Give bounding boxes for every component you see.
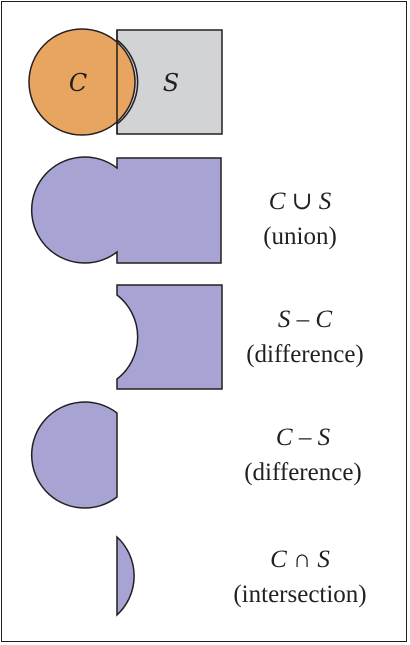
difference-c-s-expression: C – S bbox=[275, 424, 331, 451]
intersection-expression: C ∩ S bbox=[270, 546, 330, 573]
difference-c-minus-s-shape bbox=[31, 401, 118, 509]
intersection-caption: C ∩ S (intersection) bbox=[210, 542, 390, 612]
difference-s-minus-c-shape bbox=[116, 284, 223, 390]
circle-label: C bbox=[69, 69, 87, 97]
union-name: (union) bbox=[263, 223, 337, 250]
union-caption: C ∪ S (union) bbox=[210, 184, 390, 254]
intersection-shape bbox=[116, 535, 135, 617]
difference-c-s-caption: C – S (difference) bbox=[213, 420, 393, 490]
circle-shape-c bbox=[28, 28, 136, 136]
difference-c-s-name: (difference) bbox=[244, 459, 362, 486]
union-expression: C ∪ S bbox=[268, 188, 332, 215]
union-shape bbox=[31, 156, 222, 264]
difference-s-c-name: (difference) bbox=[246, 341, 364, 368]
square-label: S bbox=[163, 69, 179, 97]
input-shapes: C S bbox=[28, 28, 223, 136]
difference-s-c-caption: S – C (difference) bbox=[215, 302, 395, 372]
circle-overlap-outline bbox=[116, 39, 139, 125]
intersection-name: (intersection) bbox=[233, 581, 367, 608]
difference-s-c-expression: S – C bbox=[277, 306, 333, 333]
